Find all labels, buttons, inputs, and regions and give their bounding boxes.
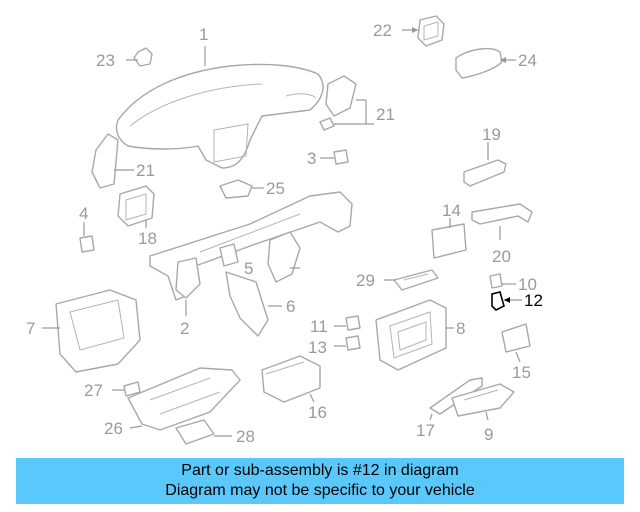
part-5-bracket[interactable] — [267, 231, 301, 283]
callout-29: 29 — [356, 271, 375, 290]
callout-21-right: 21 — [376, 105, 395, 124]
part-25-bracket[interactable] — [219, 179, 253, 199]
part-10-cap[interactable] — [489, 273, 503, 289]
callout-5: 5 — [244, 259, 254, 278]
part-3-clip[interactable] — [333, 149, 349, 165]
callout-20: 20 — [492, 247, 511, 266]
part-16-unit[interactable] — [261, 355, 321, 403]
callout-7: 7 — [26, 319, 36, 338]
part-23-clip[interactable] — [133, 47, 153, 67]
part-22-switch[interactable] — [417, 15, 445, 47]
callout-28: 28 — [236, 427, 255, 446]
part-9-tray[interactable] — [451, 383, 515, 417]
callout-13: 13 — [308, 338, 327, 357]
callout-2: 2 — [180, 319, 190, 338]
part-24-cover[interactable] — [455, 47, 503, 79]
callout-12-highlighted: 12 — [524, 291, 543, 310]
callout-23: 23 — [96, 51, 115, 70]
callout-27: 27 — [84, 381, 103, 400]
part-29-insert[interactable] — [393, 269, 439, 291]
callout-21-left: 21 — [136, 161, 155, 180]
part-11-clip[interactable] — [345, 315, 361, 331]
part-21-side-trim-right[interactable] — [319, 75, 357, 131]
part-27-bolt[interactable] — [123, 381, 141, 397]
part-6-brace[interactable] — [225, 271, 269, 337]
callout-26: 26 — [104, 419, 123, 438]
part-13-clip[interactable] — [345, 335, 361, 351]
callout-22: 22 — [373, 21, 392, 40]
callout-4: 4 — [79, 204, 89, 223]
callout-25: 25 — [266, 179, 285, 198]
part-17-rod[interactable] — [429, 377, 483, 415]
part-15-plate[interactable] — [501, 323, 531, 353]
callout-10: 10 — [518, 275, 537, 294]
callout-8: 8 — [456, 319, 466, 338]
part-1-dash-panel[interactable] — [115, 63, 324, 169]
info-banner: Part or sub-assembly is #12 in diagram D… — [16, 458, 624, 504]
callout-6: 6 — [286, 297, 296, 316]
callout-18: 18 — [138, 229, 157, 248]
callout-19: 19 — [482, 125, 501, 144]
part-12-highlighted[interactable] — [491, 291, 505, 311]
callout-16: 16 — [308, 403, 327, 422]
callout-17: 17 — [416, 421, 435, 440]
part-26-lower-panel[interactable] — [127, 367, 241, 431]
part-28-cover[interactable] — [175, 419, 215, 445]
parts-diagram: 1 23 22 24 21 21 3 25 19 4 18 14 20 29 1… — [26, 15, 543, 446]
part-8-center-bezel[interactable] — [375, 299, 447, 371]
part-2-crossmember[interactable] — [149, 191, 353, 301]
callout-14: 14 — [442, 201, 461, 220]
part-21-side-trim-left[interactable] — [91, 133, 119, 189]
banner-line-2: Diagram may not be specific to your vehi… — [165, 482, 475, 499]
leader-lines — [42, 27, 522, 437]
part-19-grab-handle[interactable] — [463, 159, 507, 187]
part-7-glove-box[interactable] — [55, 289, 141, 373]
callout-24: 24 — [518, 51, 537, 70]
part-4-clip[interactable] — [79, 235, 95, 253]
callout-1: 1 — [199, 25, 209, 44]
callout-11: 11 — [310, 317, 328, 336]
callout-9: 9 — [484, 425, 494, 444]
parts-drawing — [42, 15, 533, 445]
part-14-panel[interactable] — [431, 223, 467, 259]
callout-15: 15 — [512, 363, 531, 382]
banner-line-1: Part or sub-assembly is #12 in diagram — [181, 462, 459, 479]
part-18-vent[interactable] — [117, 185, 155, 227]
callout-3: 3 — [307, 149, 317, 168]
part-20-trim-strip[interactable] — [471, 203, 533, 225]
